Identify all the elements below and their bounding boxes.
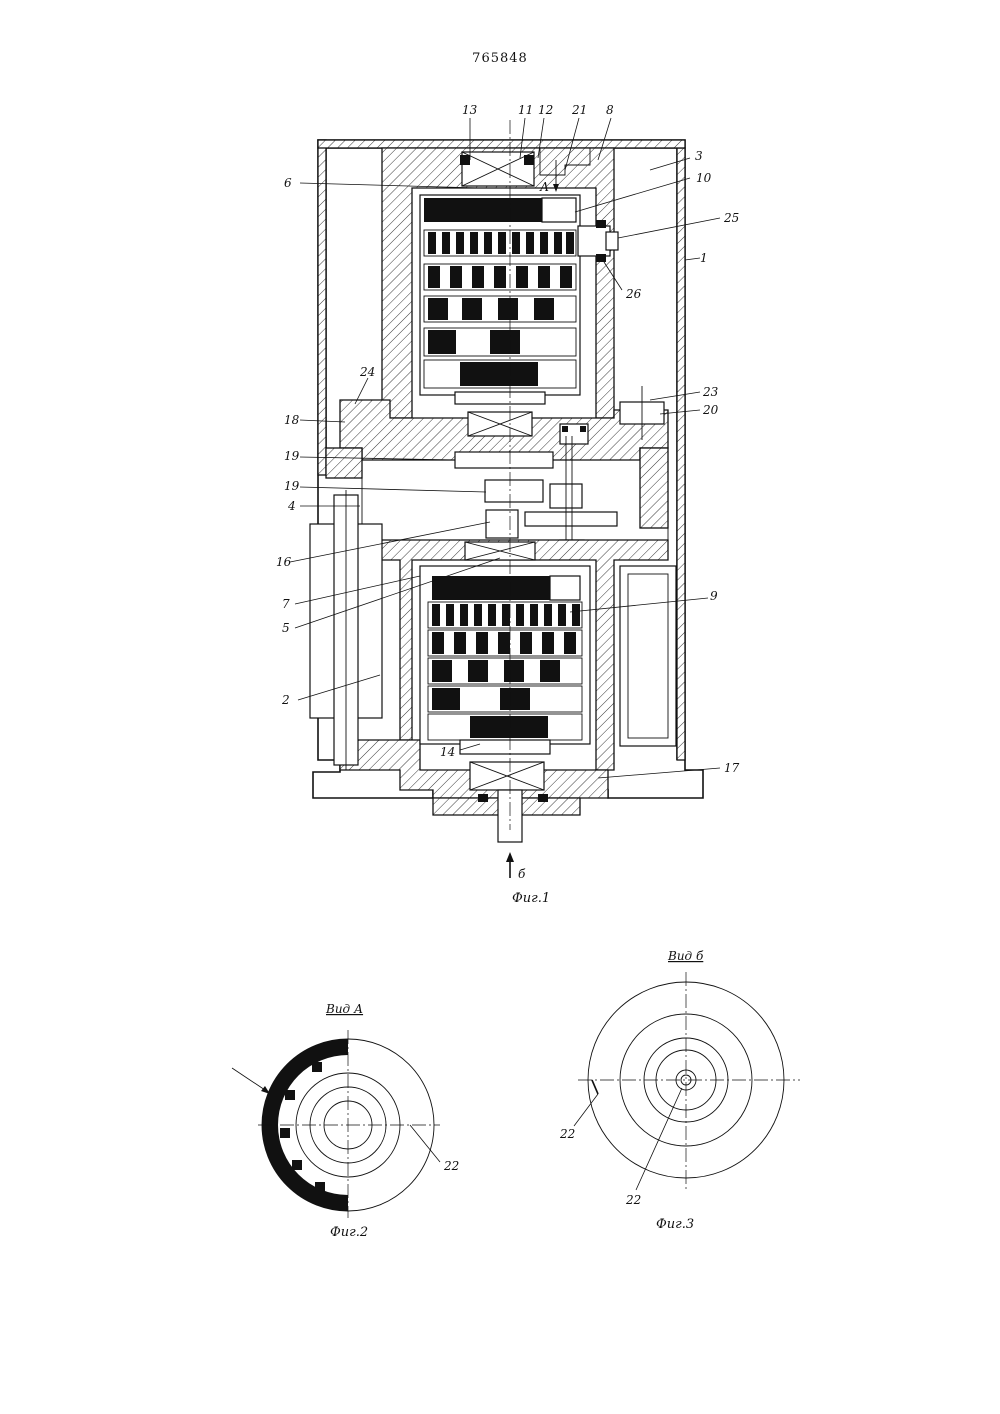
label-17: 17 bbox=[724, 761, 740, 775]
label-3: 3 bbox=[695, 149, 703, 163]
label-12: 12 bbox=[538, 103, 553, 117]
figure-2-view-title: Вид А bbox=[325, 1002, 363, 1016]
label-2: 2 bbox=[281, 693, 290, 707]
label-1: 1 bbox=[700, 251, 708, 265]
label-14: 14 bbox=[440, 745, 455, 759]
upper-rotor-stack bbox=[420, 195, 580, 404]
label-5: 5 bbox=[282, 621, 290, 635]
figure-3-view-title: Вид б bbox=[667, 949, 704, 963]
figure-2-view-a: Вид А 22 Фиг.2 bbox=[232, 1002, 459, 1240]
label-25: 25 bbox=[723, 211, 739, 225]
label-23: 23 bbox=[702, 385, 719, 399]
label-24: 24 bbox=[359, 365, 375, 379]
label-20: 20 bbox=[702, 403, 719, 417]
view-arrow-label: б bbox=[518, 867, 526, 881]
label-9: 9 bbox=[710, 589, 718, 603]
lower-rotor-stack bbox=[420, 566, 590, 754]
figure-2-label-22: 22 bbox=[443, 1159, 459, 1173]
label-4: 4 bbox=[287, 499, 296, 513]
figure-3-label-22-left: 22 bbox=[559, 1127, 575, 1141]
label-11: 11 bbox=[518, 103, 533, 117]
label-10: 10 bbox=[696, 171, 712, 185]
figure-3-view-b: Вид б 22 22 Фиг.3 bbox=[559, 949, 800, 1232]
label-19-lower: 19 bbox=[284, 479, 300, 493]
label-26: 26 bbox=[625, 287, 642, 301]
label-8: 8 bbox=[606, 103, 614, 117]
label-6: 6 bbox=[284, 176, 292, 190]
label-21: 21 bbox=[571, 103, 587, 117]
label-16: 16 bbox=[276, 555, 292, 569]
figure-2-caption: Фиг.2 bbox=[330, 1225, 368, 1240]
label-7: 7 bbox=[282, 597, 290, 611]
view-arrow-b bbox=[506, 852, 514, 878]
label-18: 18 bbox=[284, 413, 300, 427]
patent-number: 765848 bbox=[472, 51, 528, 66]
label-19-upper: 19 bbox=[284, 449, 300, 463]
figure-3-label-22-bottom: 22 bbox=[625, 1193, 641, 1207]
figure-3-caption: Фиг.3 bbox=[656, 1217, 694, 1232]
figure-1-caption: Фиг.1 bbox=[512, 891, 550, 906]
figure-1-section-drawing: б А bbox=[276, 103, 740, 906]
section-label-a: А bbox=[539, 180, 549, 194]
label-13: 13 bbox=[462, 103, 478, 117]
